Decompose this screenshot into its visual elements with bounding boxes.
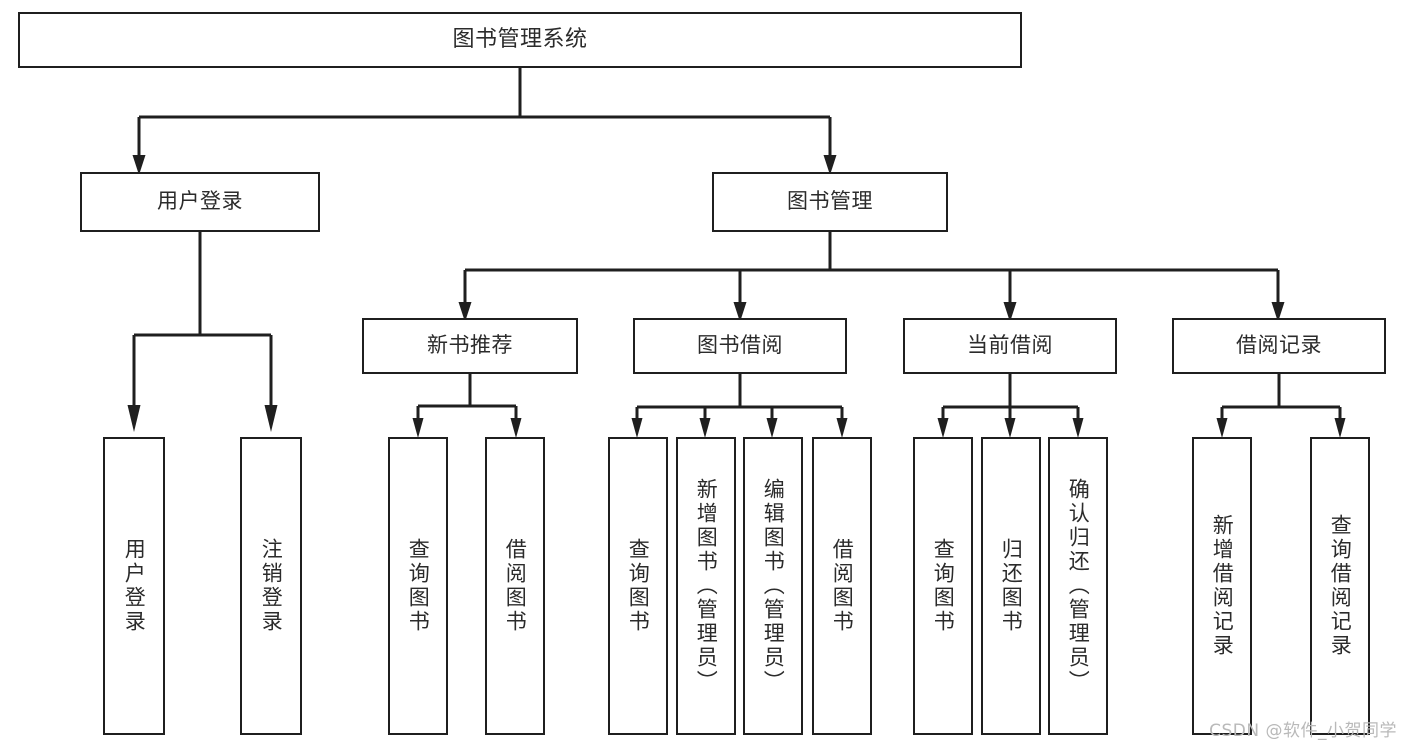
node-leaf-edit-book-label: 编辑图书（管理员）	[761, 478, 786, 694]
node-leaf-add-record[interactable]: 新增借阅记录	[1192, 437, 1252, 735]
node-leaf-user-login[interactable]: 用户登录	[103, 437, 165, 735]
node-leaf-logout-label: 注销登录	[259, 538, 284, 634]
node-book-manage[interactable]: 图书管理	[712, 172, 948, 232]
node-current-borrow[interactable]: 当前借阅	[903, 318, 1117, 374]
node-leaf-query-book-2[interactable]: 查询图书	[608, 437, 668, 735]
node-leaf-query-book-1[interactable]: 查询图书	[388, 437, 448, 735]
node-leaf-edit-book[interactable]: 编辑图书（管理员）	[743, 437, 803, 735]
node-leaf-return-book-label: 归还图书	[999, 538, 1024, 634]
watermark: CSDN @软件_小贺同学	[1209, 721, 1397, 741]
node-book-borrow-label: 图书借阅	[697, 333, 783, 358]
node-leaf-borrow-book-2[interactable]: 借阅图书	[812, 437, 872, 735]
node-leaf-logout[interactable]: 注销登录	[240, 437, 302, 735]
node-borrow-record[interactable]: 借阅记录	[1172, 318, 1386, 374]
node-leaf-add-book-label: 新增图书（管理员）	[694, 478, 719, 694]
node-new-book-recommend-label: 新书推荐	[427, 333, 513, 358]
node-leaf-user-login-label: 用户登录	[122, 538, 147, 634]
node-leaf-query-record[interactable]: 查询借阅记录	[1310, 437, 1370, 735]
node-leaf-query-book-2-label: 查询图书	[626, 538, 651, 634]
node-borrow-record-label: 借阅记录	[1236, 333, 1322, 358]
node-user-login-label: 用户登录	[157, 189, 243, 214]
node-leaf-query-book-1-label: 查询图书	[406, 538, 431, 634]
node-leaf-confirm-return-label: 确认归还（管理员）	[1066, 478, 1091, 694]
node-book-borrow[interactable]: 图书借阅	[633, 318, 847, 374]
node-root-label: 图书管理系统	[452, 26, 588, 52]
node-leaf-add-book[interactable]: 新增图书（管理员）	[676, 437, 736, 735]
node-leaf-query-book-3[interactable]: 查询图书	[913, 437, 973, 735]
node-leaf-borrow-book-2-label: 借阅图书	[830, 538, 855, 634]
node-current-borrow-label: 当前借阅	[967, 333, 1053, 358]
node-leaf-query-record-label: 查询借阅记录	[1328, 514, 1353, 658]
node-leaf-return-book[interactable]: 归还图书	[981, 437, 1041, 735]
node-user-login[interactable]: 用户登录	[80, 172, 320, 232]
node-leaf-query-book-3-label: 查询图书	[931, 538, 956, 634]
node-leaf-borrow-book-1-label: 借阅图书	[503, 538, 528, 634]
node-book-manage-label: 图书管理	[787, 189, 873, 214]
node-root[interactable]: 图书管理系统	[18, 12, 1022, 68]
node-leaf-borrow-book-1[interactable]: 借阅图书	[485, 437, 545, 735]
node-leaf-confirm-return[interactable]: 确认归还（管理员）	[1048, 437, 1108, 735]
node-leaf-add-record-label: 新增借阅记录	[1210, 514, 1235, 658]
node-new-book-recommend[interactable]: 新书推荐	[362, 318, 578, 374]
